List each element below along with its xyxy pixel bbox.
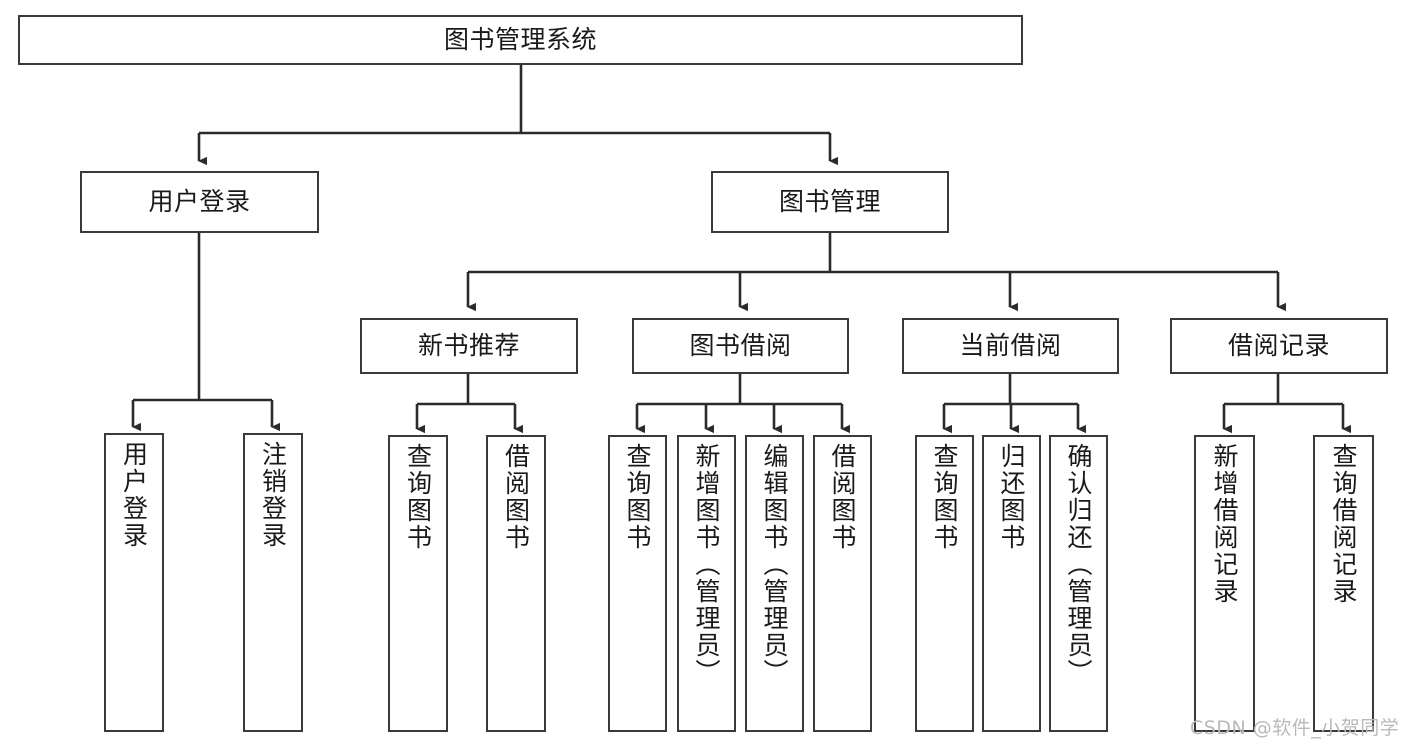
node-label: 查询借阅记录 xyxy=(1329,443,1358,605)
node-label: 图书借阅 xyxy=(689,331,792,360)
csdn-watermark: CSDN @软件_小贺同学 xyxy=(1190,717,1400,739)
node-label: 查询图书 xyxy=(623,443,652,551)
leaf-query-book-borrow[interactable]: 查询图书 xyxy=(608,435,667,732)
node-label: 确认归还（管理员） xyxy=(1064,443,1093,686)
node-label: 查询图书 xyxy=(930,443,959,551)
leaf-query-borrow-record[interactable]: 查询借阅记录 xyxy=(1313,435,1374,732)
node-label: 编辑图书（管理员） xyxy=(760,443,789,686)
leaf-edit-book-admin[interactable]: 编辑图书（管理员） xyxy=(745,435,804,732)
node-label: 查询图书 xyxy=(403,443,433,551)
leaf-confirm-return-admin[interactable]: 确认归还（管理员） xyxy=(1049,435,1108,732)
leaf-borrow-book-recommend[interactable]: 借阅图书 xyxy=(486,435,546,732)
node-label: 图书管理系统 xyxy=(443,25,597,54)
node-current-borrow[interactable]: 当前借阅 xyxy=(902,318,1119,374)
node-label: 图书管理 xyxy=(778,187,881,216)
node-borrow-record[interactable]: 借阅记录 xyxy=(1170,318,1388,374)
node-book-management[interactable]: 图书管理 xyxy=(711,171,949,233)
leaf-user-login[interactable]: 用户登录 xyxy=(104,433,164,732)
node-label: 借阅记录 xyxy=(1227,331,1330,360)
node-label: 新增借阅记录 xyxy=(1210,443,1239,605)
leaf-query-book-recommend[interactable]: 查询图书 xyxy=(388,435,448,732)
node-label: 新增图书（管理员） xyxy=(692,443,721,686)
node-label: 当前借阅 xyxy=(959,331,1062,360)
node-new-book-recommend[interactable]: 新书推荐 xyxy=(360,318,578,374)
node-label: 借阅图书 xyxy=(828,443,857,551)
node-label: 新书推荐 xyxy=(417,331,520,360)
node-book-management-system[interactable]: 图书管理系统 xyxy=(18,15,1023,65)
node-label: 归还图书 xyxy=(997,443,1026,551)
node-label: 用户登录 xyxy=(119,441,149,549)
node-label: 用户登录 xyxy=(148,187,251,216)
node-label: 借阅图书 xyxy=(501,443,531,551)
node-book-borrow[interactable]: 图书借阅 xyxy=(632,318,849,374)
leaf-return-book[interactable]: 归还图书 xyxy=(982,435,1041,732)
node-user-login[interactable]: 用户登录 xyxy=(80,171,319,233)
leaf-add-book-admin[interactable]: 新增图书（管理员） xyxy=(677,435,736,732)
leaf-add-borrow-record[interactable]: 新增借阅记录 xyxy=(1194,435,1255,732)
leaf-logout-login[interactable]: 注销登录 xyxy=(243,433,303,732)
leaf-borrow-book[interactable]: 借阅图书 xyxy=(813,435,872,732)
leaf-query-book-current[interactable]: 查询图书 xyxy=(915,435,974,732)
node-label: 注销登录 xyxy=(258,441,288,549)
